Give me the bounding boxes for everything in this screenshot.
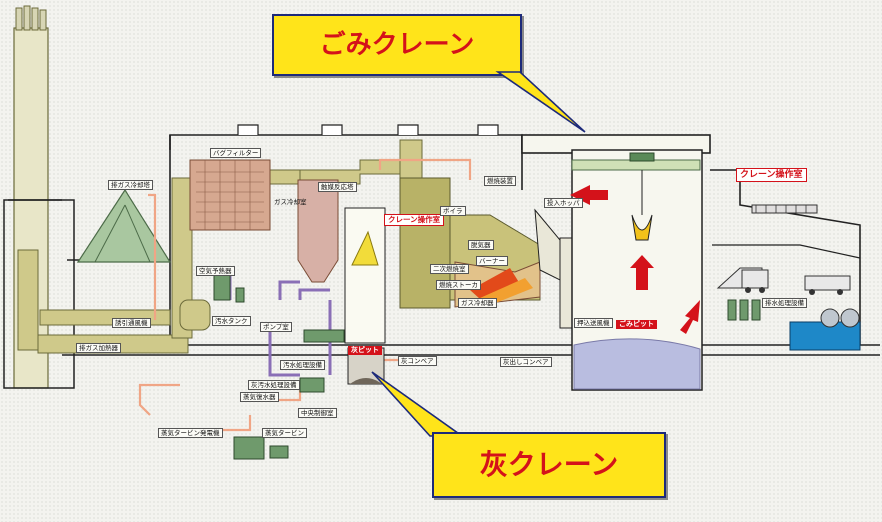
label-central-control: 中央制御室 (298, 408, 337, 418)
label-turbine-generator: 蒸気タービン発電機 (158, 428, 223, 438)
crane-room-tag: クレーン操作室 (736, 168, 807, 182)
cooling-tower (76, 188, 172, 263)
label-burner: バーナー (476, 256, 508, 266)
label-exhaust-heater: 排ガス加熱器 (76, 343, 121, 353)
garbage-pit (570, 149, 703, 391)
label-stoker: 燃焼ストーカ (436, 280, 481, 290)
feed-hopper (534, 208, 575, 329)
label-drain-treatment: 排水処理設備 (762, 298, 807, 308)
equipment-green (213, 267, 761, 460)
label-condenser: 蒸気復水器 (240, 392, 279, 402)
platform (712, 204, 861, 295)
hai-pit-tag: 灰ピット (348, 346, 382, 355)
gomi-pit-tag: ごみピット (616, 320, 657, 329)
ash-crane-shaft (344, 207, 386, 385)
drain-tanks (789, 308, 861, 351)
hai-crane-callout: 灰クレーン (432, 432, 666, 498)
label-steam-turbine: 蒸気タービン (262, 428, 307, 438)
label-ash-out-conveyor: 灰出しコンベア (500, 357, 552, 367)
label-gas-cooling-room: ガス冷却室 (274, 198, 307, 206)
label-air-preheater: 空気予熱器 (196, 266, 235, 276)
label-combustion-device: 燃焼装置 (484, 176, 516, 186)
chimney (3, 5, 75, 389)
label-waste-water-treatment: 汚水処理設備 (280, 360, 325, 370)
label-bag-filter: バグフィルター (210, 148, 262, 158)
label-catalyst-tower: 触媒反応塔 (318, 182, 357, 192)
label-secondary-chamber: 二次燃焼室 (430, 264, 469, 274)
label-feed-hopper: 投入ホッパ (544, 198, 583, 208)
label-ash-waste-treatment: 灰汚水処理設備 (248, 380, 300, 390)
boiler (399, 177, 541, 309)
bag-filter (189, 159, 271, 231)
gas-cooler (297, 179, 339, 283)
label-pump-room: ポンプ室 (260, 322, 292, 332)
label-induced-fan: 誘引通風機 (112, 318, 151, 328)
roof-vents (237, 124, 499, 135)
crane-room-small-tag: クレーン操作室 (384, 214, 445, 226)
label-forced-fan: 押込送風機 (574, 318, 613, 328)
gomi-crane-callout: ごみクレーン (272, 14, 522, 76)
label-gas-cooler: ガス冷却器 (458, 298, 497, 308)
label-ash-conveyor: 灰コンベア (398, 356, 437, 366)
label-boiler: ボイラ (440, 206, 466, 216)
label-cooling-tower: 排ガス冷却塔 (108, 180, 153, 190)
label-waste-tank: 汚水タンク (212, 316, 251, 326)
label-deaerator: 脱気器 (468, 240, 494, 250)
